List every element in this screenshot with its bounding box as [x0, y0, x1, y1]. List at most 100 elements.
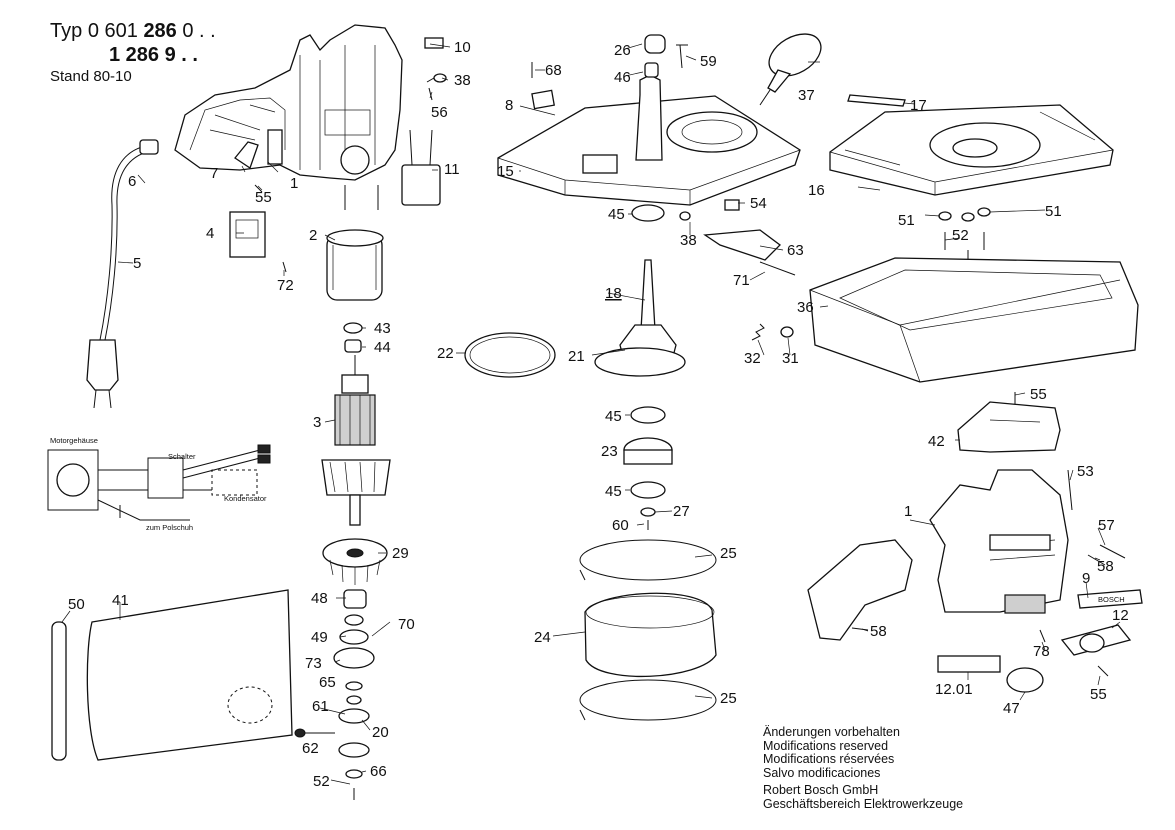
label-26: 26	[614, 42, 631, 59]
label-1-right: 1	[904, 503, 912, 520]
fan	[322, 538, 388, 585]
label-45-top: 45	[608, 206, 625, 223]
label-38-mid: 38	[680, 232, 697, 249]
label-42: 42	[928, 433, 945, 450]
belt	[464, 332, 556, 378]
label-31: 31	[782, 350, 799, 367]
label-43: 43	[374, 320, 391, 337]
clamp-strip	[847, 94, 906, 107]
knob	[759, 33, 822, 106]
top-cover	[957, 392, 1061, 453]
screw-78	[1039, 629, 1046, 643]
spring-32	[751, 323, 765, 341]
o-ring-47	[1006, 667, 1044, 693]
label-4: 4	[206, 225, 214, 242]
screw-58-left	[851, 627, 869, 631]
label-71: 71	[733, 272, 750, 289]
label-50: 50	[68, 596, 85, 613]
label-55-bottom-right: 55	[1090, 686, 1107, 703]
label-65: 65	[319, 674, 336, 691]
label-11: 11	[444, 161, 460, 178]
type-number-variant: 1 286 9 . .	[109, 44, 198, 66]
label-47: 47	[1003, 700, 1020, 717]
base-plate	[497, 74, 801, 206]
nameplate: BOSCH	[1077, 589, 1143, 609]
label-72: 72	[277, 277, 294, 294]
company-division: Geschäftsbereich Elektrowerkzeuge	[763, 796, 964, 811]
label-73: 73	[305, 655, 322, 672]
lever	[703, 229, 781, 261]
label-5: 5	[133, 255, 141, 272]
wiring-diagram: Motorgehäuse Schalter Kondensator zum Po…	[47, 436, 271, 532]
label-55-left: 55	[255, 189, 272, 206]
label-24: 24	[534, 629, 551, 646]
label-58-right: 58	[1097, 558, 1114, 575]
housing-half	[174, 24, 403, 181]
screw-38-top	[426, 73, 447, 83]
screw-56	[428, 87, 433, 101]
eccentric-stack	[294, 589, 375, 800]
plate-12-01	[937, 655, 1001, 673]
footer-note: Modifications réservées	[763, 752, 895, 766]
type-prefix: 0 601	[87, 20, 138, 42]
label-49: 49	[311, 629, 328, 646]
cable-clamp	[234, 141, 263, 193]
label-7: 7	[210, 165, 218, 182]
label-60: 60	[612, 517, 629, 534]
label-62: 62	[302, 740, 319, 757]
brand-plate-text: BOSCH	[1098, 595, 1125, 604]
label-motor-housing: Motorgehäuse	[50, 436, 98, 445]
sanding-pad	[809, 257, 1139, 383]
label-46: 46	[614, 69, 631, 86]
label-61: 61	[312, 698, 329, 715]
label-52-top: 52	[952, 227, 969, 244]
label-22: 22	[437, 345, 454, 362]
screw-38-mid	[679, 211, 691, 221]
clamp-rings	[579, 539, 717, 721]
carbon-brush	[424, 37, 444, 49]
nut-54	[724, 199, 740, 211]
label-9: 9	[1082, 570, 1090, 587]
type-model: 286	[143, 20, 177, 42]
label-17: 17	[910, 97, 927, 114]
motor-housing	[807, 469, 1069, 641]
screw-58-right	[1087, 554, 1106, 566]
label-68: 68	[545, 62, 562, 79]
ring-43	[343, 322, 363, 334]
label-51-left: 51	[898, 212, 915, 229]
label-56: 56	[431, 104, 448, 121]
field-coil	[326, 185, 384, 301]
label-27: 27	[673, 503, 690, 520]
label-36: 36	[797, 299, 814, 316]
mains-plug	[86, 339, 119, 409]
revision-stand: Stand 80-10	[50, 68, 132, 85]
footer-note: Salvo modificaciones	[763, 765, 881, 780]
capacitor	[401, 129, 441, 206]
label-38-top: 38	[454, 72, 471, 89]
pad-fasteners	[938, 207, 991, 262]
label-32: 32	[744, 350, 761, 367]
label-16: 16	[808, 182, 825, 199]
label-59: 59	[700, 53, 717, 70]
label-20: 20	[372, 724, 389, 741]
label-45-bottom: 45	[605, 483, 622, 500]
pin-71	[759, 261, 796, 276]
label-23: 23	[601, 443, 618, 460]
dust-bag	[51, 589, 293, 761]
label-switch: Schalter	[168, 452, 196, 461]
label-29: 29	[392, 545, 409, 562]
label-78: 78	[1033, 643, 1050, 660]
armature	[321, 355, 391, 526]
label-2: 2	[309, 227, 317, 244]
label-12: 12	[1112, 607, 1129, 624]
footer-note: Änderungen vorbehalten	[763, 725, 900, 739]
label-8: 8	[505, 97, 513, 114]
label-58-left: 58	[870, 623, 887, 640]
label-pole-shoe: zum Polschuh	[146, 523, 193, 532]
label-25-top: 25	[720, 545, 737, 562]
label-18: 18	[605, 285, 622, 302]
label-70: 70	[398, 616, 415, 633]
company-name: Robert Bosch GmbH	[763, 783, 879, 797]
screw-53	[1067, 469, 1073, 511]
